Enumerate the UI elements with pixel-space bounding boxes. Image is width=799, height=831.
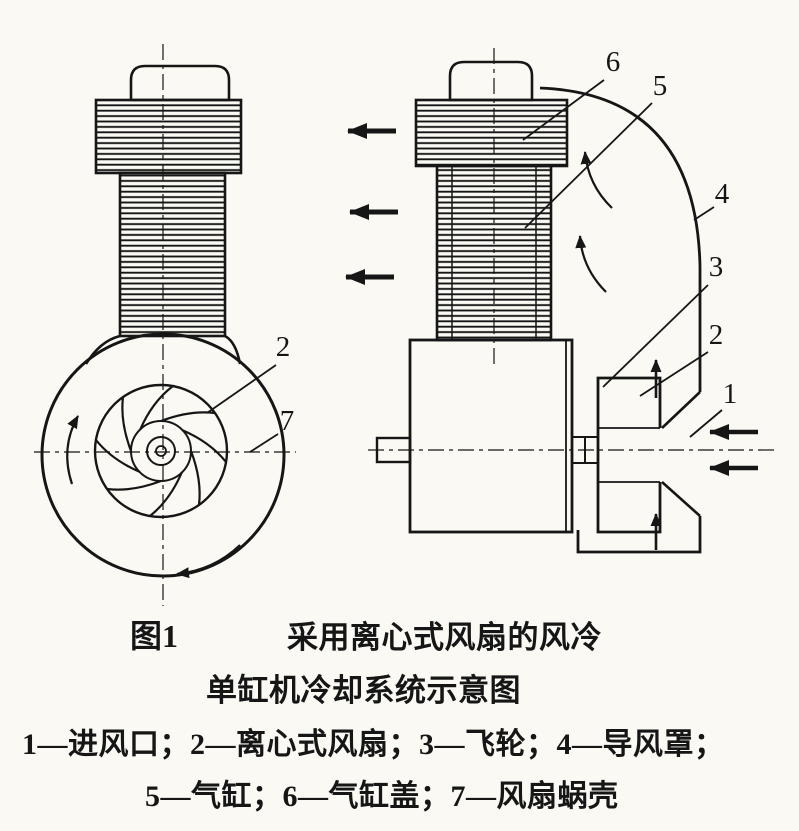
shaft-to-flywheel: [572, 436, 598, 464]
callout-5: 5: [524, 70, 668, 229]
left-cylinder-fins: [118, 171, 227, 338]
figure-legend-line2: 5—气缸；6—气缸盖；7—风扇蜗壳: [145, 780, 619, 813]
callout-4-label: 4: [715, 178, 730, 210]
flywheel-fan: [596, 376, 662, 534]
figure-legend-line1: 1—进风口；2—离心式风扇；3—飞轮；4—导风罩；: [22, 728, 725, 761]
left-cylinder-head-cap: [129, 64, 231, 102]
right-view-cross-section: 6 5 4 3 2 1: [345, 46, 778, 554]
impeller-blades: [95, 385, 227, 517]
callout-3: 3: [602, 251, 724, 388]
callout-5-label: 5: [653, 70, 668, 102]
left-view-fan-side: 2 7: [34, 44, 296, 606]
callout-1: 1: [689, 378, 738, 438]
callout-6-label: 6: [606, 46, 621, 78]
air-guide-shroud: [539, 86, 702, 554]
volute-flow-arrows: [66, 415, 241, 579]
centrifugal-fan-impeller: [93, 383, 229, 519]
crankshaft-stub: [375, 436, 412, 464]
callout-3-label: 3: [709, 251, 724, 283]
right-cylinder-fins: [435, 164, 553, 342]
figure-title-line1: 采用离心式风扇的风冷: [287, 620, 602, 655]
air-exit-arrows: [345, 123, 398, 285]
callout-1-label: 1: [723, 378, 738, 410]
callout-6: 6: [522, 46, 621, 141]
callout-left-2: 2: [206, 331, 291, 414]
figure-title-line2: 单缸机冷却系统示意图: [206, 673, 521, 708]
callout-left-7: 7: [249, 405, 295, 453]
fan-volute-casing: [40, 332, 286, 578]
crankcase: [408, 338, 574, 534]
callout-2: 2: [639, 319, 724, 397]
right-head-fins: [414, 98, 569, 168]
inlet-air-arrows: [709, 424, 758, 476]
callout-4: 4: [693, 178, 730, 221]
air-inlet: [661, 391, 701, 517]
duct-flow-arrows: [575, 151, 613, 293]
diagram-canvas: 2 7: [34, 44, 778, 606]
callout-left-7-label: 7: [280, 405, 295, 437]
figure-number: 图1: [130, 618, 179, 654]
left-head-fins: [94, 98, 243, 175]
right-cylinder-head-cap: [448, 60, 534, 102]
callout-left-2-label: 2: [276, 331, 291, 363]
callout-2-label: 2: [709, 319, 724, 351]
